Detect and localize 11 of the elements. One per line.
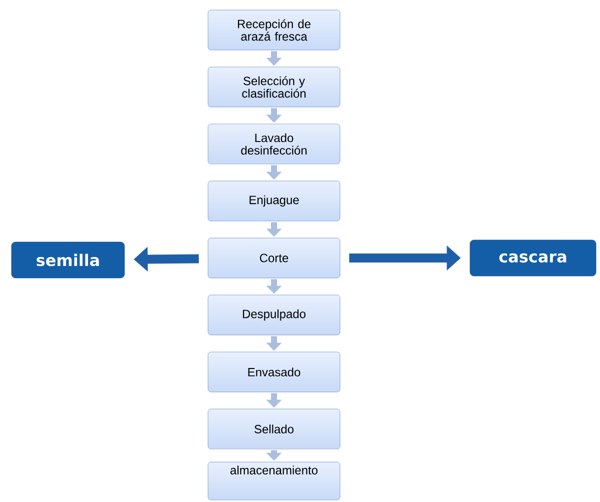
process-box: Lavado desinfección: [208, 124, 340, 164]
process-box: Corte: [208, 238, 340, 278]
process-box: Despulpado: [208, 294, 340, 336]
process-box: Enjuague: [208, 180, 340, 222]
process-box: Recepción de arazá fresca: [208, 10, 340, 50]
output-box: cascara: [470, 240, 596, 276]
output-box: semilla: [11, 242, 125, 278]
process-box: Sellado: [208, 408, 340, 450]
process-box: Selección y clasificación: [208, 66, 340, 108]
process-box: almacenamiento: [208, 462, 340, 500]
process-box: Envasado: [208, 352, 340, 392]
